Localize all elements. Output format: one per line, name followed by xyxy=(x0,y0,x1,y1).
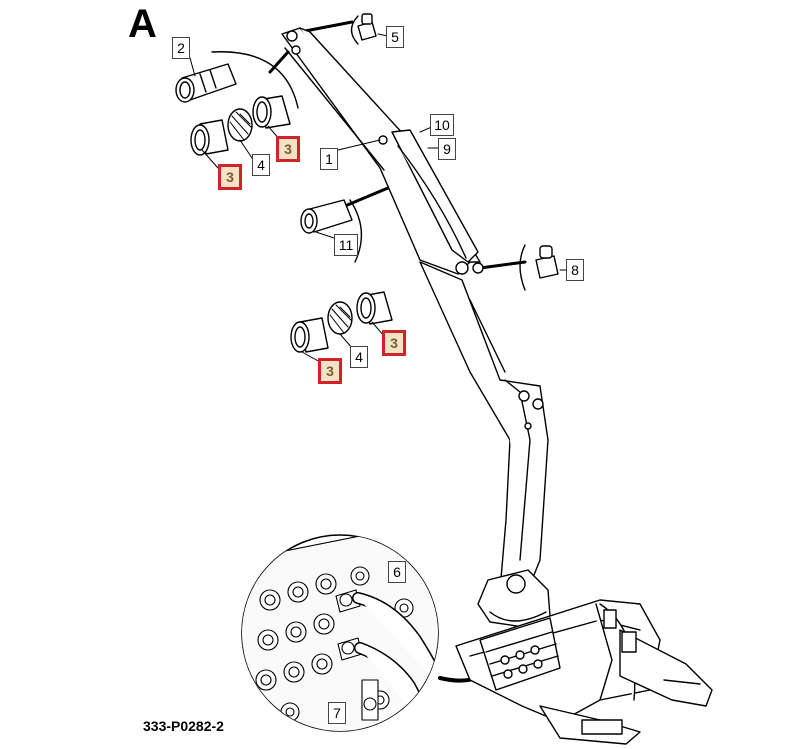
callout-11: 11 xyxy=(334,234,358,256)
bushing-3-top-left xyxy=(190,119,229,156)
control-valve-block xyxy=(479,617,561,691)
callout-1: 1 xyxy=(320,148,338,170)
leader-pointer-top xyxy=(268,50,290,74)
bushing-3-bottom-left xyxy=(290,317,329,353)
callout-8: 8 xyxy=(566,259,584,281)
grease-nipple-8 xyxy=(535,245,559,279)
callout-2: 2 xyxy=(172,37,190,59)
callout-7: 7 xyxy=(328,702,346,724)
valve-ports xyxy=(255,566,414,722)
callout-3-bottom-left: 3 xyxy=(318,358,342,384)
callout-3-bottom-right: 3 xyxy=(382,330,406,356)
drawing-code: 333-P0282-2 xyxy=(143,718,224,734)
callout-4-bottom: 4 xyxy=(350,346,368,368)
detail-arc-small xyxy=(350,15,359,45)
boom xyxy=(419,261,549,591)
seal-4-bottom xyxy=(327,301,353,335)
seal-4-top xyxy=(227,108,253,142)
bushing-3-bottom-right xyxy=(356,291,393,325)
callout-6: 6 xyxy=(388,561,406,583)
rear-chassis xyxy=(455,599,713,745)
detail-arc-top xyxy=(211,51,299,109)
callout-10: 10 xyxy=(430,114,454,136)
bushing-2 xyxy=(175,63,237,103)
detail-arc-mid xyxy=(349,199,363,263)
callout-9: 9 xyxy=(438,138,456,160)
callout-5: 5 xyxy=(386,26,404,48)
detail-arc-grease xyxy=(519,244,526,291)
callout-3-top-right: 3 xyxy=(276,136,300,162)
leader-pointer-grease5 xyxy=(298,20,354,34)
callout-3-top-left: 3 xyxy=(218,164,242,190)
link-bar xyxy=(391,129,479,263)
callout-4-top: 4 xyxy=(252,154,270,176)
grease-nipple-5 xyxy=(357,13,377,41)
bushing-3-top-right xyxy=(252,95,291,129)
leader-pointer-grease8 xyxy=(478,260,527,270)
pin-11 xyxy=(300,199,353,234)
leader-pointer-mid xyxy=(343,186,390,208)
sheet-letter: A xyxy=(128,2,157,46)
